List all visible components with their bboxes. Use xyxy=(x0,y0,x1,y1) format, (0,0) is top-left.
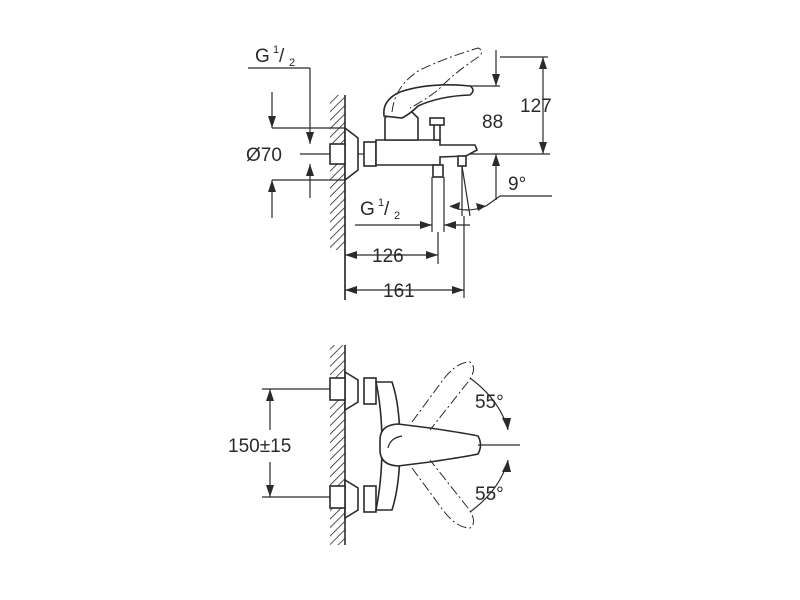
spout-outlet xyxy=(457,155,467,167)
wall-hatch-side xyxy=(330,95,345,250)
lever-rotated-lower xyxy=(411,459,474,529)
arrow-126-right xyxy=(426,251,438,259)
arrow-127-top xyxy=(539,57,547,69)
arrow-88 xyxy=(492,74,500,86)
arrow-9-left xyxy=(450,202,460,210)
escutcheon-top-upper xyxy=(344,370,359,412)
dim-127-label: 127 xyxy=(520,96,552,117)
connector-nut-lower xyxy=(363,485,377,513)
angle-9-leader xyxy=(485,195,501,207)
arrow-150-top xyxy=(266,389,274,401)
wall-hatch-top xyxy=(330,345,345,545)
lever-top-inner xyxy=(387,435,403,449)
thread-bottom-den: 2 xyxy=(394,210,400,222)
thread-bottom-arrow-left xyxy=(420,221,432,229)
diverter-knob xyxy=(429,117,445,126)
side-view: Ø70 G 1 / 2 88 127 9° G 1 xyxy=(246,44,552,302)
thread-bottom-base: G xyxy=(360,199,375,220)
arrow-161-right xyxy=(452,286,464,294)
nut-wall-lower xyxy=(329,485,346,509)
arrow-55-lower-a xyxy=(502,460,511,472)
lever-rotated-upper xyxy=(411,361,474,431)
arrow-o70-bottom xyxy=(268,180,276,192)
thread-top-slash: / xyxy=(279,46,285,67)
thread-bottom-arrow-right xyxy=(444,221,456,229)
dim-161-label: 161 xyxy=(383,281,415,302)
nut-wall-side xyxy=(329,143,346,165)
escutcheon-top-lower xyxy=(344,478,359,520)
dim-88-label: 88 xyxy=(482,112,503,133)
thread-top-num: 1 xyxy=(273,44,279,56)
diverter-stem xyxy=(433,123,441,141)
lever-side xyxy=(383,84,474,119)
diameter-label: Ø70 xyxy=(246,145,282,166)
mixer-body-side xyxy=(375,139,479,166)
dim-126-label: 126 xyxy=(372,246,404,267)
arrow-161-left xyxy=(345,286,357,294)
angle-lower-label: 55° xyxy=(475,484,504,505)
connector-nut-upper xyxy=(363,377,377,405)
nut-wall-upper xyxy=(329,377,346,401)
spout-axis-angled xyxy=(461,165,471,217)
top-view: 55° 55° 150±15 xyxy=(228,345,520,545)
arrow-55-upper-a xyxy=(502,418,511,430)
thread-top-arrow xyxy=(306,132,314,144)
lever-top xyxy=(379,423,482,467)
angle-spout-label: 9° xyxy=(508,174,526,195)
escutcheon-side xyxy=(344,126,359,182)
thread-bottom-wall-arrow xyxy=(306,164,314,176)
spacing-label: 150±15 xyxy=(228,436,291,457)
hose-outlet-side xyxy=(432,164,444,178)
thread-top-base: G xyxy=(255,46,270,67)
thread-top-den: 2 xyxy=(289,57,295,69)
angle-upper-label: 55° xyxy=(475,392,504,413)
arrow-88-lower xyxy=(492,154,500,166)
arrow-150-bottom xyxy=(266,485,274,497)
arrow-9-right xyxy=(476,203,486,211)
thread-bottom-slash: / xyxy=(384,199,390,220)
arrow-127-bottom xyxy=(539,142,547,154)
thread-bottom-num: 1 xyxy=(378,197,384,209)
arrow-126-left xyxy=(345,251,357,259)
arrow-o70-top xyxy=(268,116,276,128)
connector-nut-side xyxy=(363,141,377,167)
lever-raised-outline xyxy=(391,47,483,113)
